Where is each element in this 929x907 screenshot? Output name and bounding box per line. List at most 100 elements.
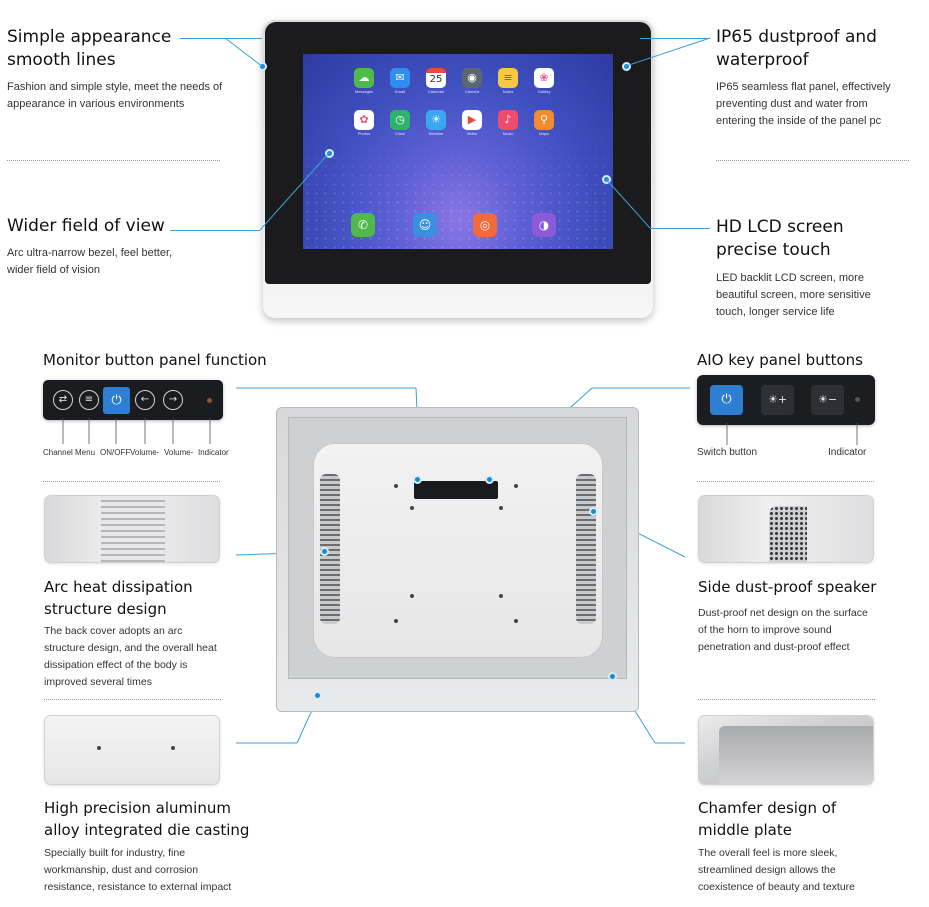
contacts-icon: ☺ <box>413 213 437 237</box>
heat-vent-right <box>576 474 596 624</box>
camera-icon: ◉ <box>462 68 482 88</box>
mail-icon: ✉ <box>390 68 410 88</box>
rear-button-panel <box>414 481 498 499</box>
app-label: Messages <box>354 89 374 94</box>
hd-lcd-title: HD LCD screen precise touch <box>716 217 844 260</box>
screw <box>410 594 414 598</box>
clock-icon: ◷ <box>390 110 410 130</box>
menu-button[interactable]: ≡ <box>79 390 99 410</box>
aio-indicator-label: Indicator <box>828 447 867 458</box>
arc-heat-photo <box>44 495 220 563</box>
divider <box>698 699 875 700</box>
screw <box>499 594 503 598</box>
chamfer-edge <box>719 726 873 784</box>
app-label: Maps <box>539 131 549 136</box>
callout-dot <box>622 62 631 71</box>
aluminum-desc: Specially built for industry, fine workm… <box>44 847 232 893</box>
callout-dot <box>320 547 329 556</box>
divider <box>7 160 220 161</box>
brightness-down-button[interactable]: ☀− <box>811 385 844 415</box>
leader-line <box>170 230 260 231</box>
leader-line <box>640 38 710 39</box>
aio-panel-title: AIO key panel buttons <box>697 351 863 369</box>
volume-down-label: Volume- <box>130 448 160 457</box>
message-icon: ◎ <box>473 213 497 237</box>
gallery-icon: ❀ <box>534 68 554 88</box>
app-label: Email <box>394 89 405 94</box>
indicator-label: Indicator <box>198 448 229 457</box>
switch-button[interactable]: ⏻ <box>710 385 743 415</box>
weather-icon: ☀ <box>426 110 446 130</box>
ip65-desc: IP65 seamless flat panel, effectively pr… <box>716 81 891 127</box>
vent-closeup <box>101 496 165 562</box>
power-button[interactable]: ⏻ <box>103 387 130 414</box>
aio-label-leaders <box>726 423 858 445</box>
divider <box>44 699 221 700</box>
channel-label: Channel <box>43 448 73 457</box>
speaker-title: Side dust-proof speaker <box>698 578 877 596</box>
aio-key-panel: ⏻ ☀+ ☀− <box>697 375 875 425</box>
volume-up-button[interactable]: → <box>163 390 183 410</box>
video-icon: ▶ <box>462 110 482 130</box>
chat-icon: ☁ <box>354 68 374 88</box>
callout-dot <box>608 672 617 681</box>
chamfer-photo <box>698 715 874 785</box>
app-label: Video <box>466 131 478 136</box>
divider <box>716 160 909 161</box>
callout-dot <box>485 475 494 484</box>
switch-button-label: Switch button <box>697 447 758 458</box>
callout-dot <box>313 691 322 700</box>
indicator-light <box>855 397 860 402</box>
monitor-button-panel: ⇄ ≡ ⏻ ← → <box>43 380 223 420</box>
channel-button[interactable]: ⇄ <box>53 390 73 410</box>
wider-view-title: Wider field of view <box>7 216 165 236</box>
ip65-title: IP65 dustproof and waterproof <box>716 27 877 70</box>
flower-icon: ✿ <box>354 110 374 130</box>
volume-down-button[interactable]: ← <box>135 390 155 410</box>
chamfer-title: Chamfer design of middle plate <box>698 799 837 839</box>
brightness-up-button[interactable]: ☀+ <box>761 385 794 415</box>
wider-view-desc: Arc ultra-narrow bezel, feel better, wid… <box>7 247 173 276</box>
calendar-icon: 25 <box>426 68 446 88</box>
app-label: Notes <box>502 89 514 94</box>
screw <box>97 746 101 750</box>
aluminum-photo <box>44 715 220 785</box>
aluminum-title: High precision aluminum alloy integrated… <box>44 799 250 839</box>
back-monitor <box>276 407 639 712</box>
back-cover <box>313 443 603 658</box>
notes-icon: ≡ <box>498 68 518 88</box>
onoff-label: ON/OFF <box>100 448 131 457</box>
hd-lcd-desc: LED backlit LCD screen, more beautiful s… <box>716 272 871 318</box>
volume-up-label: Volume- <box>164 448 194 457</box>
callout-dot <box>325 149 334 158</box>
app-label: Camera <box>464 89 480 94</box>
phone-icon: ✆ <box>351 213 375 237</box>
location-icon: ⚲ <box>534 110 554 130</box>
screw <box>514 619 518 623</box>
menu-label: Menu <box>75 448 96 457</box>
screw <box>514 484 518 488</box>
leader-line <box>650 228 710 229</box>
divider <box>43 481 220 482</box>
simple-appearance-title: Simple appearance smooth lines <box>7 27 172 70</box>
leader-line <box>180 38 262 39</box>
app-label: Clock <box>394 131 405 136</box>
arc-heat-desc: The back cover adopts an arc structure d… <box>44 625 217 688</box>
app-label: Photos <box>357 131 371 136</box>
app-label: Weather <box>428 131 444 136</box>
speaker-photo <box>698 495 874 563</box>
arc-heat-title: Arc heat dissipation structure design <box>44 578 193 618</box>
speaker-desc: Dust-proof net design on the surface of … <box>698 607 868 653</box>
button-label-leaders <box>62 418 211 444</box>
divider <box>697 481 874 482</box>
callout-dot <box>413 475 422 484</box>
app-label: Music <box>502 131 514 136</box>
screw <box>394 619 398 623</box>
screw <box>171 746 175 750</box>
screw <box>499 506 503 510</box>
heat-vent-left <box>320 474 340 624</box>
monitor-panel-title: Monitor button panel function <box>43 351 267 369</box>
chamfer-desc: The overall feel is more sleek, streamli… <box>698 847 856 893</box>
browser-icon: ◑ <box>532 213 556 237</box>
indicator-light <box>207 398 212 403</box>
